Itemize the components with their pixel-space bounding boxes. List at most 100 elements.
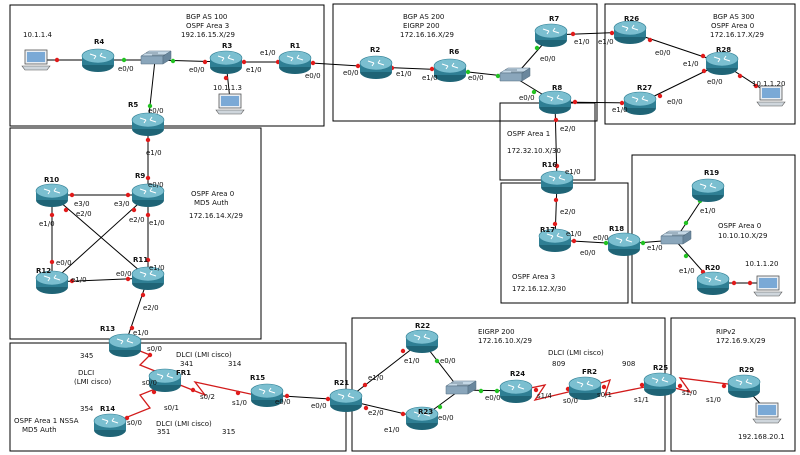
router-r1-icon[interactable] [278, 50, 312, 75]
host-pc2-icon[interactable] [215, 93, 245, 115]
svg-text:R10: R10 [44, 176, 59, 184]
router-r14-icon[interactable] [93, 413, 127, 438]
svg-text:e0/0: e0/0 [343, 69, 359, 77]
svg-text:R17: R17 [540, 226, 555, 234]
area-label-bgp100: BGP AS 100 OSPF Area 3 192.16.15.X/29 [181, 13, 235, 39]
router-r10-icon[interactable] [35, 183, 69, 208]
svg-text:s0/1: s0/1 [597, 391, 612, 399]
svg-text:R1: R1 [290, 42, 300, 50]
area-label-ospf0-md5: OSPF Area 0 MD5 Auth 172.16.14.X/29 [189, 190, 243, 220]
area-box-ospf0-md5 [9, 127, 262, 340]
svg-text:R6: R6 [449, 48, 459, 56]
svg-text:e1/0: e1/0 [149, 219, 165, 227]
switch-sw2-icon[interactable] [499, 67, 531, 82]
svg-text:R25: R25 [653, 364, 668, 372]
svg-text:10.10.10.X/29: 10.10.10.X/29 [718, 232, 767, 240]
area-label-bgp300: BGP AS 300 OSPF Area 0 172.16.17.X/29 [710, 13, 764, 39]
switch-sw4-icon[interactable] [445, 380, 477, 395]
router-r24-icon[interactable] [499, 379, 533, 404]
router-r19-icon[interactable] [691, 178, 725, 203]
svg-text:DLCI (LMI cisco): DLCI (LMI cisco) [176, 351, 232, 359]
svg-text:s0/0: s0/0 [127, 419, 142, 427]
svg-text:OSPF Area 0: OSPF Area 0 [718, 222, 761, 230]
router-r7-icon[interactable] [534, 23, 568, 48]
router-r8-icon[interactable] [538, 90, 572, 115]
router-r6-icon[interactable] [433, 58, 467, 83]
router-r25-icon[interactable] [643, 372, 677, 397]
router-r26-icon[interactable] [613, 20, 647, 45]
svg-text:R2: R2 [370, 46, 380, 54]
svg-text:R26: R26 [624, 15, 639, 23]
area-label-ospf0b: OSPF Area 0 10.10.10.X/29 [718, 222, 767, 240]
svg-text:e0/0: e0/0 [485, 394, 501, 402]
svg-text:172.16.12.X/30: 172.16.12.X/30 [512, 285, 566, 293]
host-pc4-icon[interactable] [753, 275, 783, 297]
switch-sw3-icon[interactable] [660, 230, 692, 245]
svg-text:e0/0: e0/0 [667, 98, 683, 106]
host-pc3-icon[interactable] [756, 85, 786, 107]
svg-text:908: 908 [622, 360, 635, 368]
svg-text:R9: R9 [135, 172, 145, 180]
svg-text:OSPF Area 1: OSPF Area 1 [507, 130, 550, 138]
svg-text:R23: R23 [418, 408, 433, 416]
router-r29-icon[interactable] [727, 374, 761, 399]
router-r22-icon[interactable] [405, 329, 439, 354]
svg-text:314: 314 [228, 360, 242, 368]
svg-text:R5: R5 [128, 101, 138, 109]
svg-text:R22: R22 [415, 322, 430, 330]
svg-text:e0/0: e0/0 [519, 94, 535, 102]
router-r20-icon[interactable] [696, 271, 730, 296]
svg-text:809: 809 [552, 360, 565, 368]
svg-text:EIGRP 200: EIGRP 200 [403, 22, 440, 30]
svg-text:(LMI cisco): (LMI cisco) [74, 378, 112, 386]
svg-text:DLCI (LMI cisco): DLCI (LMI cisco) [156, 420, 212, 428]
svg-text:e2/0: e2/0 [143, 304, 159, 312]
svg-text:e0/0: e0/0 [468, 74, 484, 82]
area-label-rip: RIPv2 172.16.9.X/29 [716, 328, 765, 345]
svg-text:341: 341 [180, 360, 193, 368]
svg-text:DLCI (LMI cisco): DLCI (LMI cisco) [548, 349, 604, 357]
svg-text:e0/0: e0/0 [275, 398, 291, 406]
svg-text:e1/0: e1/0 [574, 38, 590, 46]
router-labels: R4 R3 R1 R2 R6 R7 R8 R26 R27 R28 R5 R9 R… [36, 15, 754, 416]
svg-text:R3: R3 [222, 42, 232, 50]
svg-text:e0/0: e0/0 [707, 78, 723, 86]
router-r2-icon[interactable] [359, 55, 393, 80]
svg-text:192.168.20.1: 192.168.20.1 [738, 433, 785, 441]
svg-text:OSPF Area 0: OSPF Area 0 [711, 22, 754, 30]
svg-text:e0/0: e0/0 [189, 66, 205, 74]
svg-text:s0/0: s0/0 [142, 379, 157, 387]
svg-text:e1/0: e1/0 [246, 66, 262, 74]
area-box-bgp100 [9, 4, 325, 127]
router-r4-icon[interactable] [81, 48, 115, 73]
host-pc5-icon[interactable] [752, 402, 782, 424]
router-r13-icon[interactable] [108, 333, 142, 358]
svg-text:e1/0: e1/0 [260, 49, 276, 57]
router-r21-icon[interactable] [329, 388, 363, 413]
svg-text:R12: R12 [36, 267, 51, 275]
svg-text:e1/0: e1/0 [149, 264, 165, 272]
svg-text:e0/0: e0/0 [438, 414, 454, 422]
interface-labels: e0/0 e0/0 e1/0 e1/0 e0/0 e0/0 e1/0 e1/0 … [39, 38, 723, 434]
router-r3-icon[interactable] [209, 50, 243, 75]
switch-sw1-icon[interactable] [140, 50, 172, 65]
router-r27-icon[interactable] [623, 91, 657, 116]
svg-text:R29: R29 [739, 366, 754, 374]
svg-text:315: 315 [222, 428, 235, 436]
svg-text:172.16.9.X/29: 172.16.9.X/29 [716, 337, 765, 345]
area-box-ospf0b [631, 154, 796, 304]
svg-text:s0/2: s0/2 [200, 393, 215, 401]
router-r5-icon[interactable] [131, 112, 165, 137]
area-label-nssa: OSPF Area 1 NSSA MD5 Auth [14, 417, 79, 434]
svg-text:R19: R19 [704, 169, 719, 177]
svg-text:e3/0: e3/0 [74, 200, 90, 208]
svg-text:e1/0: e1/0 [384, 426, 400, 434]
router-r18-icon[interactable] [607, 232, 641, 257]
svg-text:EIGRP 200: EIGRP 200 [478, 328, 515, 336]
svg-text:10.1.1.4: 10.1.1.4 [23, 31, 52, 39]
svg-text:OSPF Area 1 NSSA: OSPF Area 1 NSSA [14, 417, 79, 425]
svg-text:R4: R4 [94, 38, 104, 46]
host-pc1-icon[interactable] [21, 49, 51, 71]
router-r28-icon[interactable] [705, 51, 739, 76]
